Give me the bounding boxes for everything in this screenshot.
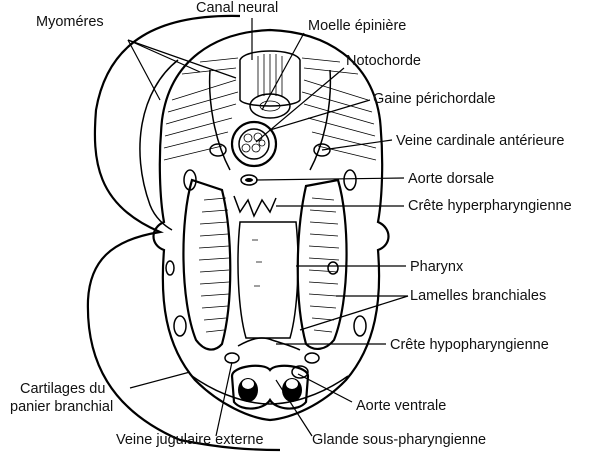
- label-moelle-epiniere: Moelle épinière: [308, 18, 406, 34]
- label-crete-hypo: Crête hypopharyngienne: [390, 337, 549, 353]
- hyperpharyngeal-crest: [233, 195, 277, 218]
- cardinal-vein-right: [313, 143, 331, 157]
- leader-lines: [127, 18, 409, 437]
- gill-slit-left: [165, 260, 175, 276]
- gill-lamellae-left: [198, 197, 230, 333]
- jugular-vein-left: [224, 352, 240, 364]
- cardinal-vein-left: [209, 143, 227, 157]
- hypopharyngeal-crest: [237, 337, 301, 351]
- gland-lobe-left-inner: [242, 379, 254, 389]
- outer-body-outline: [86, 14, 281, 452]
- label-glande: Glande sous-pharyngienne: [312, 432, 486, 448]
- neural-arch: [239, 50, 301, 107]
- notochord-cells: [241, 132, 266, 153]
- label-gaine-perichordale: Gaine périchordale: [373, 91, 496, 107]
- pharynx-cavity: [237, 221, 299, 339]
- label-cartilages-line2: panier branchial: [10, 399, 113, 415]
- notochord-sheath: [230, 120, 278, 168]
- notochord: [238, 128, 270, 160]
- myomeres-left: [163, 57, 239, 161]
- pharynx-marks: [252, 239, 262, 287]
- subpharyngeal-gland: [230, 364, 310, 410]
- pharynx-wall-left: [182, 178, 232, 351]
- label-canal-neural: Canal neural: [196, 0, 278, 16]
- label-notochorde: Notochorde: [346, 53, 421, 69]
- label-cartilages-line1: Cartilages du: [20, 381, 105, 397]
- label-pharynx: Pharynx: [410, 259, 464, 275]
- label-aorte-dorsale: Aorte dorsale: [408, 171, 494, 187]
- label-lamelles: Lamelles branchiales: [410, 288, 546, 304]
- label-veine-cardinale: Veine cardinale antérieure: [396, 133, 564, 149]
- gill-lamellae-right: [308, 197, 340, 333]
- gill-slit-right: [327, 261, 339, 275]
- myomere-boundary-left: [208, 69, 231, 171]
- spinal-cord-inner: [259, 100, 281, 112]
- neural-canal-lines: [257, 54, 283, 96]
- label-myomeres: Myoméres: [36, 14, 104, 30]
- ventral-band: [191, 375, 349, 405]
- spinal-cord: [249, 93, 291, 119]
- jugular-vein-right: [304, 352, 320, 364]
- label-veine-jugulaire: Veine jugulaire externe: [116, 432, 264, 448]
- ventral-aorta: [291, 365, 309, 379]
- branchial-cartilages: [173, 169, 367, 337]
- label-crete-hyper: Crête hyperpharyngienne: [408, 198, 572, 214]
- gland-lobe-right-inner: [286, 379, 298, 389]
- body-section-outline: [152, 28, 390, 422]
- dorsal-aorta-lumen: [245, 178, 253, 182]
- label-aorte-ventrale: Aorte ventrale: [356, 398, 446, 414]
- myomeres-right: [301, 57, 377, 161]
